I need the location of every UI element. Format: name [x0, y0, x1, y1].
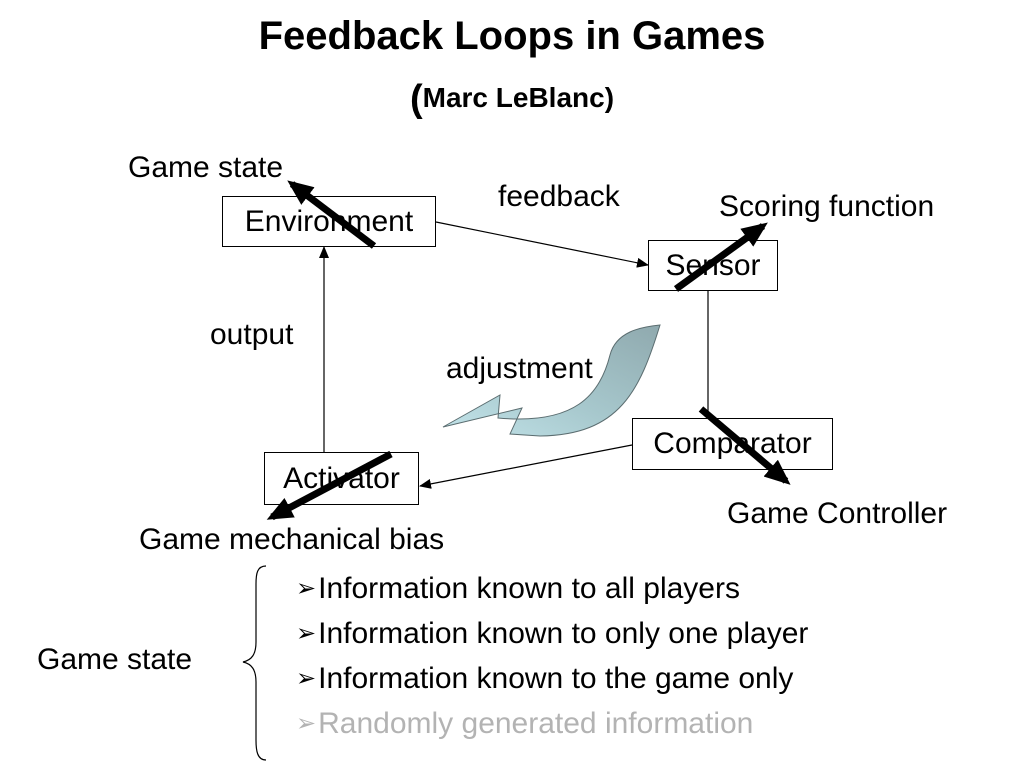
- edge-environment-to-sensor: [435, 221, 649, 268]
- subtitle-author: Marc LeBlanc: [422, 82, 605, 113]
- subtitle-close-paren: ): [604, 82, 615, 113]
- game-mechanical-bias-pointer-arrow: [266, 450, 393, 521]
- adjustment-curved-arrow: [442, 324, 661, 437]
- scoring-function-pointer-arrow: [673, 222, 768, 292]
- bullet-item: ➢Information known to only one player: [296, 611, 808, 656]
- adjustment-label: adjustment: [446, 352, 593, 385]
- game-controller-annotation: Game Controller: [727, 497, 948, 530]
- bullet-arrow-icon: ➢: [296, 574, 317, 602]
- comparator-node: Comparator: [632, 418, 833, 470]
- game-mechanical-bias-annotation: Game mechanical bias: [139, 523, 445, 556]
- game-controller-pointer-arrow: [698, 406, 791, 485]
- game-state-bullet-list: ➢Information known to all players ➢Infor…: [296, 566, 808, 746]
- slide-title: Feedback Loops in Games: [258, 14, 766, 58]
- feedback-label: feedback: [498, 180, 620, 213]
- bullet-arrow-icon: ➢: [296, 619, 317, 647]
- environment-node: Environment: [222, 196, 436, 247]
- bullet-item: ➢Information known to the game only: [296, 656, 808, 701]
- edge-comparator-to-activator: [419, 444, 633, 489]
- bullet-text: Information known to all players: [318, 571, 740, 605]
- bullet-item: ➢Information known to all players: [296, 566, 808, 611]
- output-label: output: [210, 318, 294, 351]
- bullet-text: Information known to only one player: [318, 616, 809, 650]
- bullet-item-dimmed: ➢Randomly generated information: [296, 701, 808, 746]
- bullet-arrow-icon: ➢: [296, 709, 317, 737]
- game-state-annotation: Game state: [128, 151, 284, 184]
- game-state-brace: [242, 565, 267, 761]
- bullet-text: Randomly generated information: [318, 706, 754, 740]
- game-state-pointer-arrow: [287, 180, 377, 249]
- game-state-list-label: Game state: [37, 643, 193, 676]
- subtitle-open-paren: (: [409, 78, 423, 120]
- slide-subtitle: (Marc LeBlanc): [0, 78, 1024, 121]
- bullet-arrow-icon: ➢: [296, 664, 317, 692]
- sensor-node: Sensor: [648, 240, 778, 291]
- bullet-text: Information known to the game only: [318, 661, 794, 695]
- scoring-function-annotation: Scoring function: [719, 190, 935, 223]
